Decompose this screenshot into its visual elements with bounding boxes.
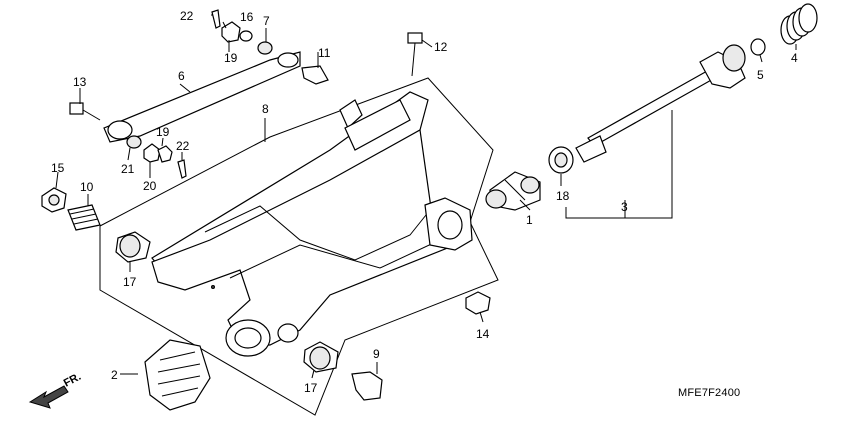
diagram-code: MFE7F2400	[678, 387, 740, 399]
lock-nut-15	[41, 187, 67, 213]
adjusting-bolt-9	[351, 371, 383, 401]
callout-9: 9	[373, 347, 380, 361]
bolt-11	[301, 65, 329, 85]
circlip	[750, 38, 766, 56]
callout-20: 20	[143, 179, 157, 193]
bolt-12	[407, 32, 423, 77]
cotter-pin-22-lower	[177, 159, 187, 179]
nut-19-lower	[157, 145, 173, 163]
callout-17-upper: 17	[123, 275, 137, 289]
bolt-13	[69, 102, 101, 121]
drive-shaft	[575, 44, 746, 163]
callout-16: 16	[240, 10, 254, 24]
nut-19-top	[221, 21, 241, 43]
callout-18: 18	[556, 189, 570, 203]
spring	[780, 3, 818, 45]
callout-4: 4	[791, 51, 798, 65]
washer-7	[257, 41, 273, 55]
bearing-17-lower	[303, 341, 339, 373]
callout-6: 6	[178, 69, 185, 83]
torque-rod	[103, 51, 301, 143]
washer-16	[239, 30, 253, 42]
callout-8: 8	[262, 102, 269, 116]
swingarm	[151, 91, 473, 357]
callout-13: 13	[73, 75, 87, 89]
washer-21	[126, 135, 142, 149]
callout-17-lower: 17	[304, 381, 318, 395]
callout-labels: 1 2 3 4 5 6 7 8 9 10 11 12 13 14 15 16 1…	[51, 9, 798, 395]
callout-1: 1	[526, 213, 533, 227]
bearing-18	[548, 146, 574, 174]
callout-11: 11	[318, 46, 331, 60]
callout-22-lower: 22	[176, 139, 190, 153]
callout-7: 7	[263, 14, 270, 28]
universal-joint	[485, 171, 541, 211]
nut-14	[465, 291, 491, 315]
boot	[144, 339, 211, 411]
pivot-bolt-10	[67, 204, 101, 231]
cotter-pin-22-top	[211, 9, 221, 29]
callout-12: 12	[434, 40, 448, 54]
bearing-17-upper	[115, 231, 151, 263]
nut-20	[143, 143, 161, 163]
front-direction-arrow: FR.	[28, 371, 83, 409]
callout-15: 15	[51, 161, 65, 175]
callout-10: 10	[80, 180, 94, 194]
callout-19-lower: 19	[156, 125, 170, 139]
callout-19-top: 19	[224, 51, 238, 65]
callout-21: 21	[121, 162, 135, 176]
callout-5: 5	[757, 68, 764, 82]
callout-3: 3	[621, 200, 628, 214]
callout-22-top: 22	[180, 9, 194, 23]
callout-2: 2	[111, 368, 118, 382]
leader-lines	[55, 14, 797, 379]
fr-label: FR.	[62, 371, 83, 390]
callout-14: 14	[476, 327, 490, 341]
